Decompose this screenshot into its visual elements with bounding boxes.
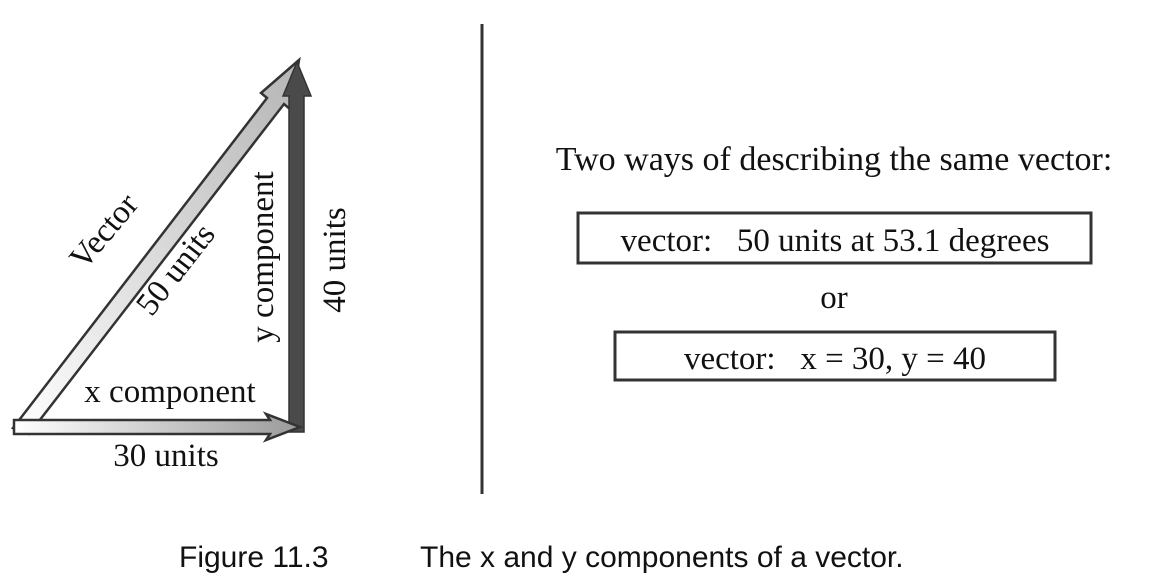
panel-heading: Two ways of describing the same vector:	[556, 141, 1113, 178]
x-component-label: x component	[84, 374, 255, 410]
polar-form-text: vector: 50 units at 53.1 degrees	[621, 223, 1050, 259]
x-magnitude-label: 30 units	[113, 438, 218, 474]
figure-caption: Figure 11.3 The x and y components of a …	[179, 541, 904, 574]
caption-number: Figure 11.3	[179, 541, 329, 574]
component-form-text: vector: x = 30, y = 40	[684, 341, 986, 377]
caption-text: The x and y components of a vector.	[420, 541, 904, 574]
vector-diagram: Vector 50 units y component 40 units x c…	[10, 56, 353, 474]
description-panel: Two ways of describing the same vector: …	[556, 141, 1113, 382]
x-component-arrow	[12, 411, 304, 443]
y-magnitude-label: 40 units	[317, 207, 353, 312]
or-connector: or	[820, 280, 848, 316]
polar-form-box	[576, 211, 1093, 265]
component-form-box	[613, 330, 1057, 382]
y-component-arrow	[281, 60, 313, 433]
vector-label: Vector	[63, 187, 146, 276]
y-component-label: y component	[245, 171, 281, 342]
